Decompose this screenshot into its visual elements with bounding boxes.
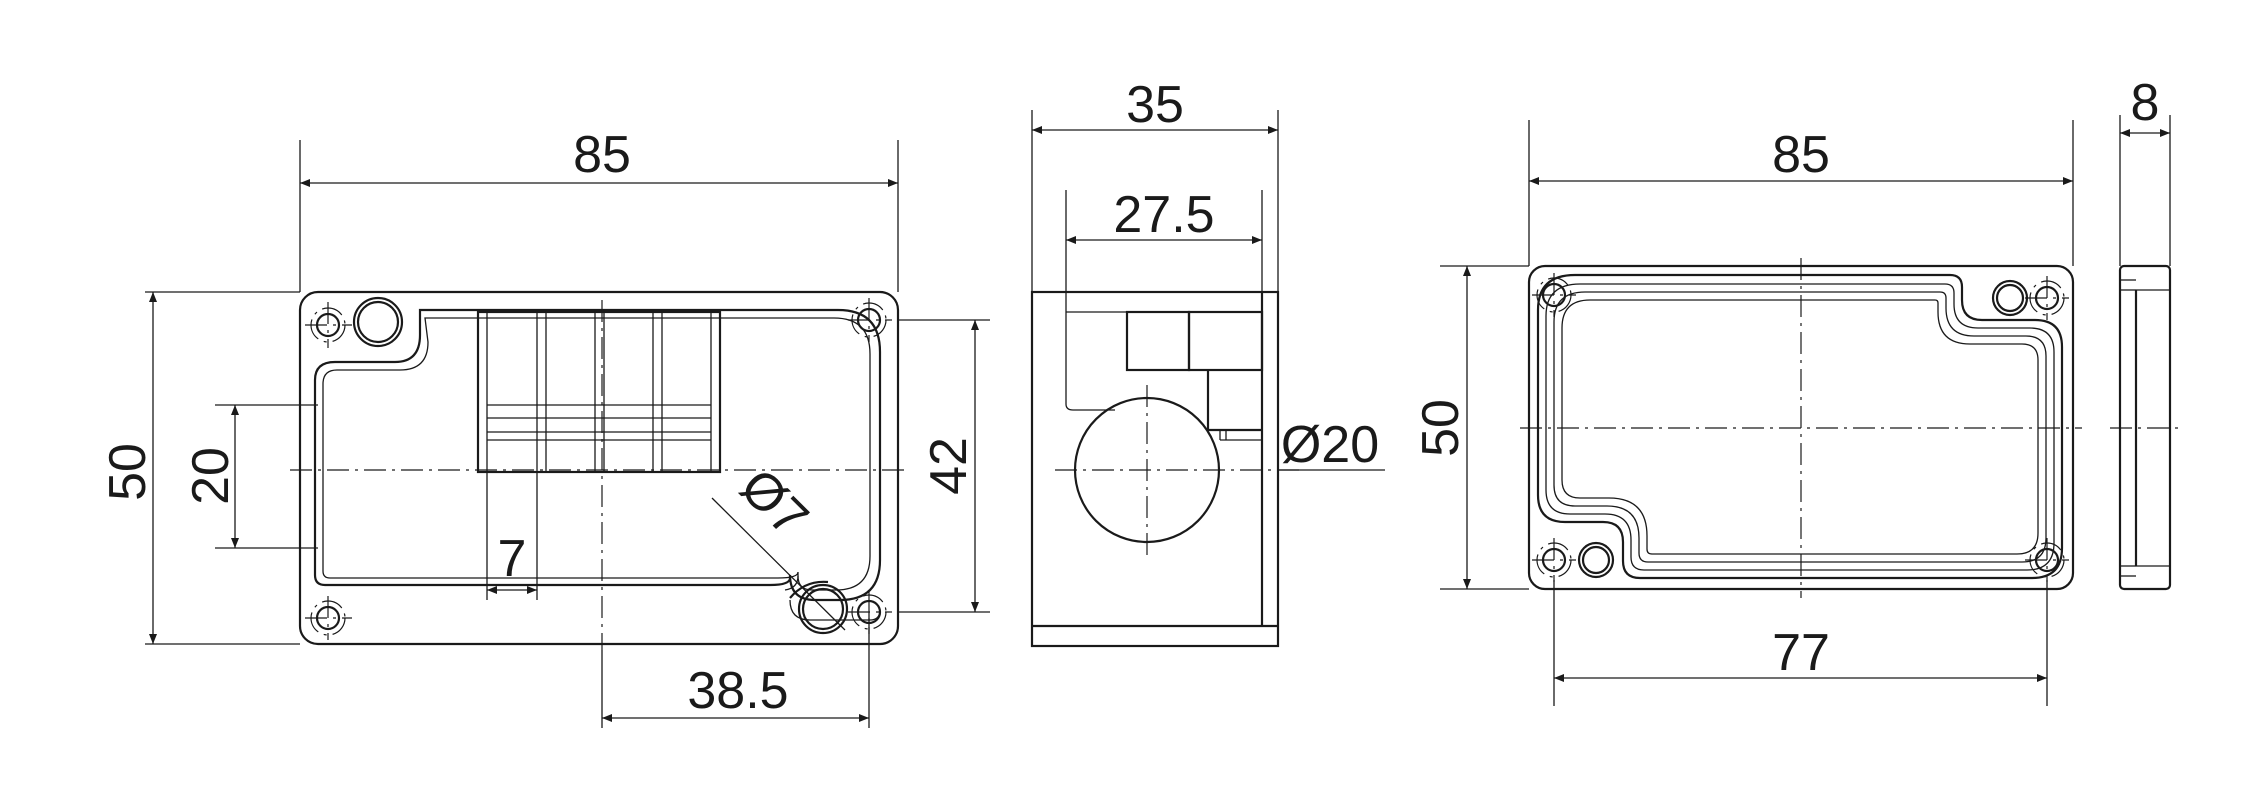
lid-dim-77: 77 [1553,580,2048,706]
front-width-label: 85 [573,126,631,184]
front-inner-height-label: 20 [182,447,240,505]
front-mount-height-label: 42 [920,437,978,495]
terminal-block [476,310,722,474]
front-pitch-label: 7 [498,530,527,588]
lid-dim-50: 50 [1412,265,1529,590]
side-inner-width-label: 27.5 [1113,186,1214,244]
lid-thickness-label: 8 [2131,74,2160,132]
lid-mount-pitch-label: 77 [1772,624,1830,682]
front-dim-50: 50 [99,291,300,645]
front-dim-7: 7 [486,472,538,600]
front-view [290,290,908,650]
side-dim-hole: Ø20 [1278,416,1385,474]
side-dim-27-5: 27.5 [1065,186,1263,312]
lid-dim-8: 8 [2119,74,2171,266]
lid-height-label: 50 [1412,399,1470,457]
front-dim-42: 42 [898,319,990,613]
front-height-label: 50 [99,443,157,501]
lid-view [1520,258,2082,598]
front-dim-hole: Ø7 [711,458,846,631]
front-hole-offset-label: 38.5 [687,662,788,720]
front-dim-85: 85 [299,126,899,292]
front-dim-20: 20 [182,404,318,549]
side-view [1030,290,1305,648]
side-hole-label: Ø20 [1281,416,1379,474]
side-width-label: 35 [1126,76,1184,134]
lid-side-view [2110,264,2180,591]
lid-width-label: 85 [1772,126,1830,184]
front-dim-38-5: 38.5 [601,612,870,728]
front-hole-label: Ø7 [729,458,819,548]
side-dim-35: 35 [1031,76,1279,292]
lid-dim-85: 85 [1528,120,2074,266]
